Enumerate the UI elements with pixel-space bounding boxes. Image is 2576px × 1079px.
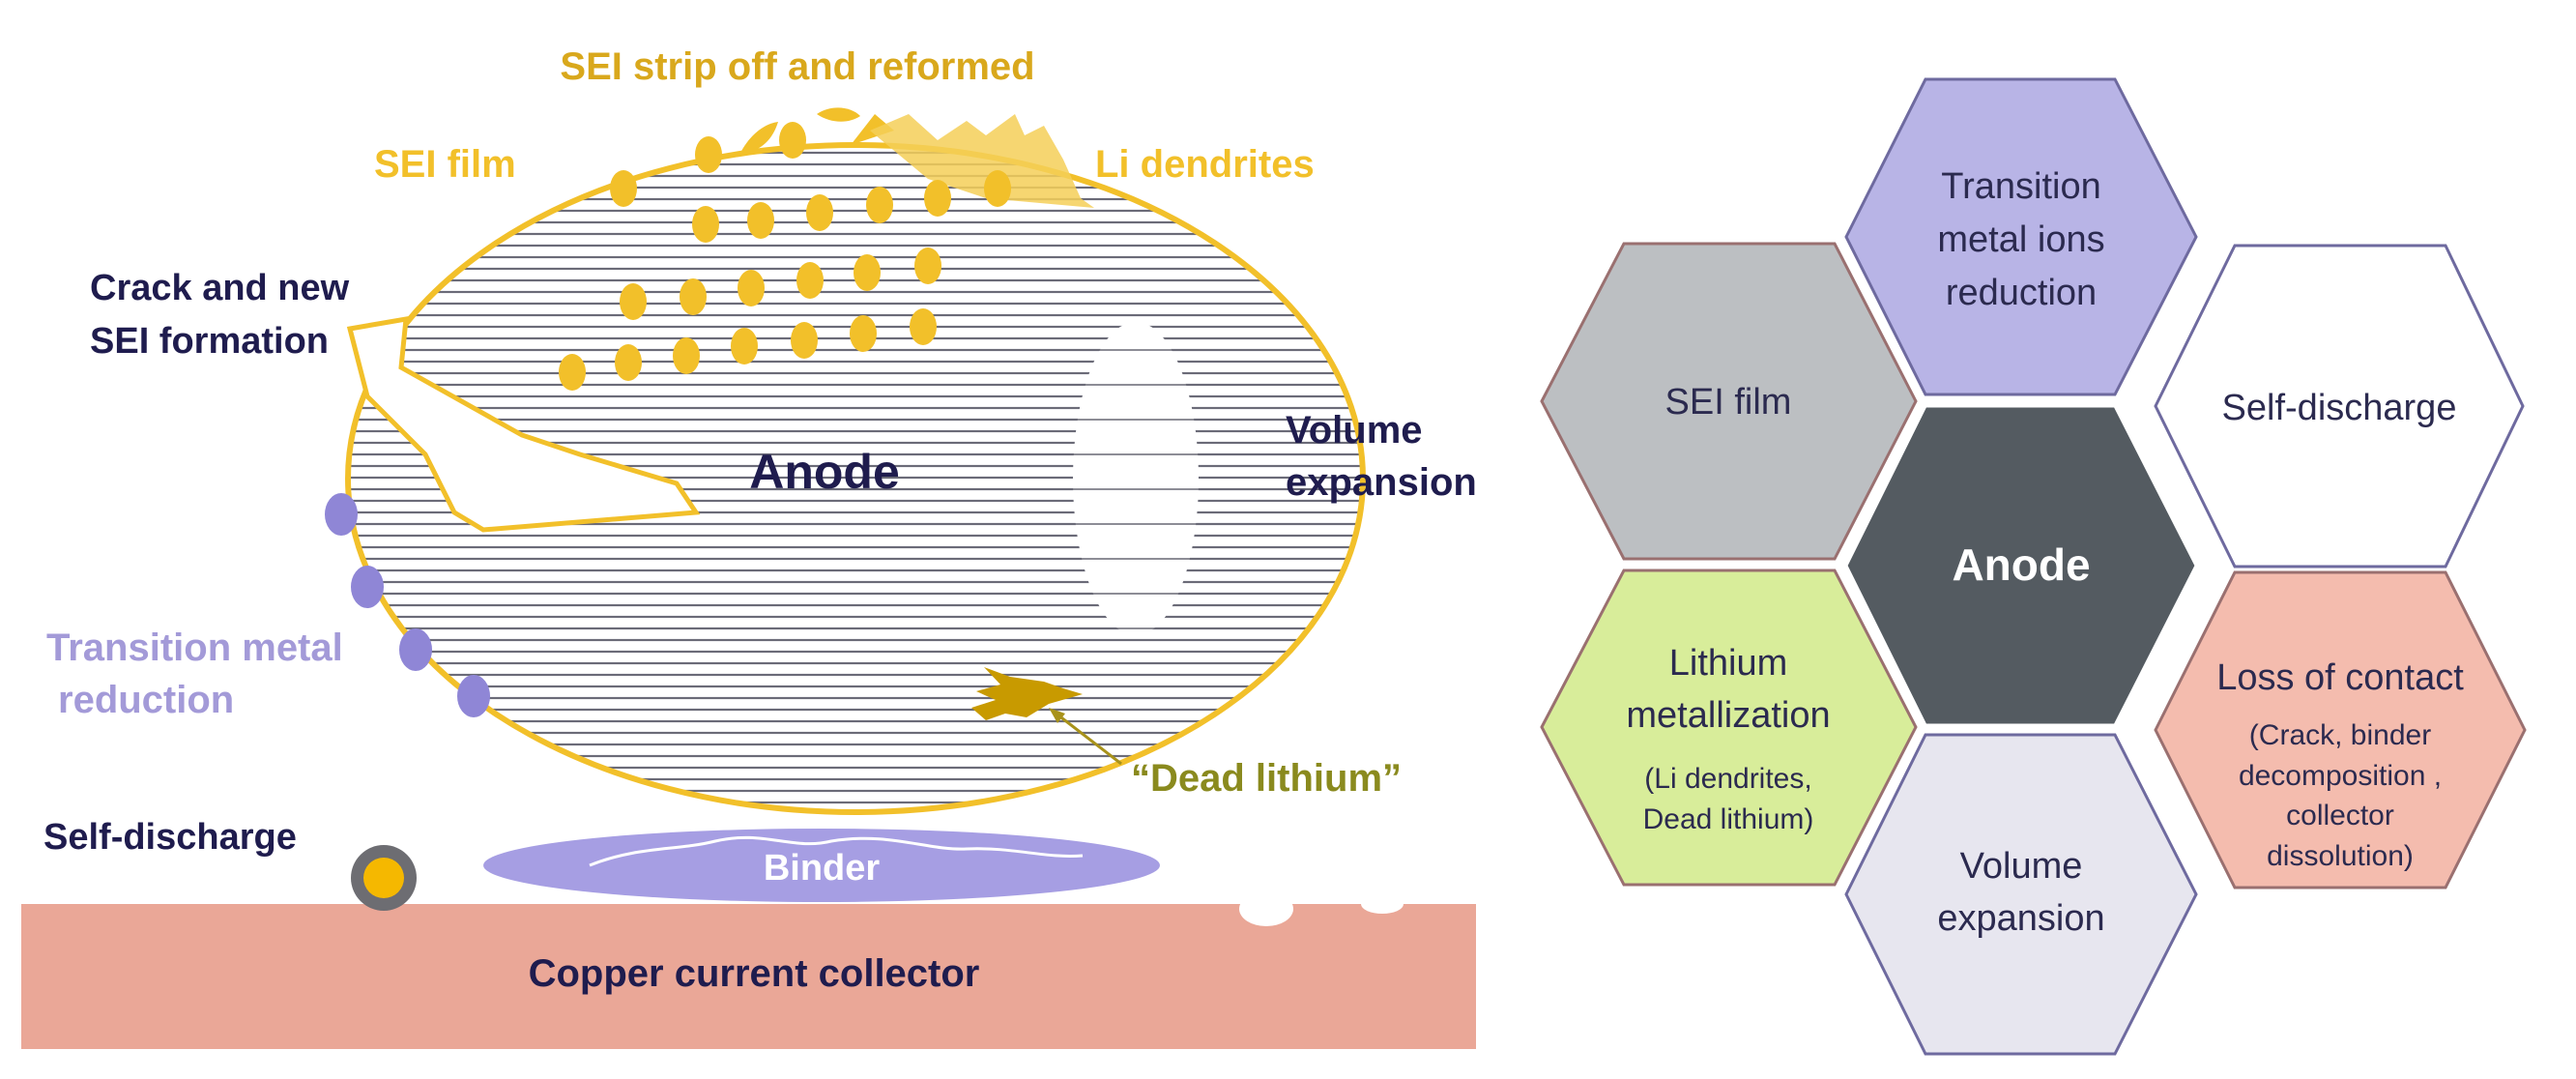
hex-top [1844, 77, 2198, 396]
binder-label: Binder [764, 848, 881, 889]
self-discharge-label: Self-discharge [43, 817, 297, 858]
binder [483, 829, 1160, 902]
anode-particle [345, 142, 1366, 815]
hex-top-line2: metal ions [1937, 219, 2104, 260]
dead-lithium-arrowhead [1049, 708, 1065, 723]
hex-lower-left-line1: Lithium [1669, 643, 1788, 684]
hex-lower-right-title: Loss of contact [2216, 657, 2464, 698]
hex-upper-left-text: SEI film [1665, 382, 1792, 423]
crack-label-line2: SEI formation [90, 321, 329, 362]
hex-lower-right-sub3: collector [2286, 800, 2394, 831]
hex-top-line3: reduction [1946, 273, 2097, 313]
copper-label: Copper current collector [529, 952, 980, 995]
hex-bottom-line1: Volume [1960, 846, 2083, 887]
hex-lower-right-sub1: (Crack, binder [2249, 719, 2431, 751]
hex-upper-right-text: Self-discharge [2222, 388, 2457, 428]
sei-strip-label: SEI strip off and reformed [560, 45, 1034, 88]
self-discharge-core [363, 858, 404, 898]
hex-center [1844, 404, 2198, 727]
hex-upper-left [1540, 242, 1918, 561]
li-dendrites [870, 114, 1094, 208]
hex-upper-right [2154, 244, 2525, 569]
hex-lower-left [1540, 569, 1918, 887]
hex-center-text: Anode [1952, 540, 2090, 590]
dead-lithium-shape [971, 667, 1083, 720]
lithium-dots [559, 122, 1011, 391]
hex-lower-right [2154, 570, 2527, 889]
volume-expansion-zone [1073, 322, 1199, 635]
dead-lithium-arrow [1053, 710, 1122, 766]
collector-bubble [1361, 894, 1404, 914]
hex-lower-left-sub1: (Li dendrites, [1644, 763, 1811, 795]
volume-label-line2: expansion [1286, 461, 1477, 504]
volume-label-line1: Volume [1286, 409, 1423, 452]
tm-label-line1: Transition metal [46, 627, 343, 669]
hex-top-line1: Transition [1941, 166, 2100, 207]
sei-flake [739, 122, 778, 155]
hex-bottom-line2: expansion [1937, 898, 2104, 939]
hex-grid: Transition metal ions reduction SEI film… [1540, 77, 2527, 1056]
tm-label-line2: reduction [58, 679, 234, 721]
li-dendrites-label: Li dendrites [1095, 143, 1315, 186]
copper-collector [21, 904, 1476, 1049]
crack [346, 315, 701, 533]
hex-lower-left-line2: metallization [1626, 695, 1830, 736]
anode-schematic: Copper current collector Binder Self-dis… [21, 45, 1477, 1049]
anode-label: Anode [749, 445, 900, 499]
hex-lower-left-sub2: Dead lithium) [1643, 803, 1814, 835]
sei-film-label: SEI film [374, 143, 516, 186]
transition-metal-deposits [325, 493, 490, 717]
sei-flake [817, 107, 860, 122]
crack-label-line1: Crack and new [90, 268, 350, 308]
hex-lower-right-sub2: decomposition , [2239, 760, 2442, 792]
collector-bubble [1239, 891, 1293, 926]
binder-squiggle [589, 835, 1084, 867]
hex-lower-right-sub4: dissolution) [2267, 840, 2414, 872]
hex-bottom [1844, 733, 2198, 1056]
dead-lithium-label: “Dead lithium” [1131, 757, 1402, 800]
